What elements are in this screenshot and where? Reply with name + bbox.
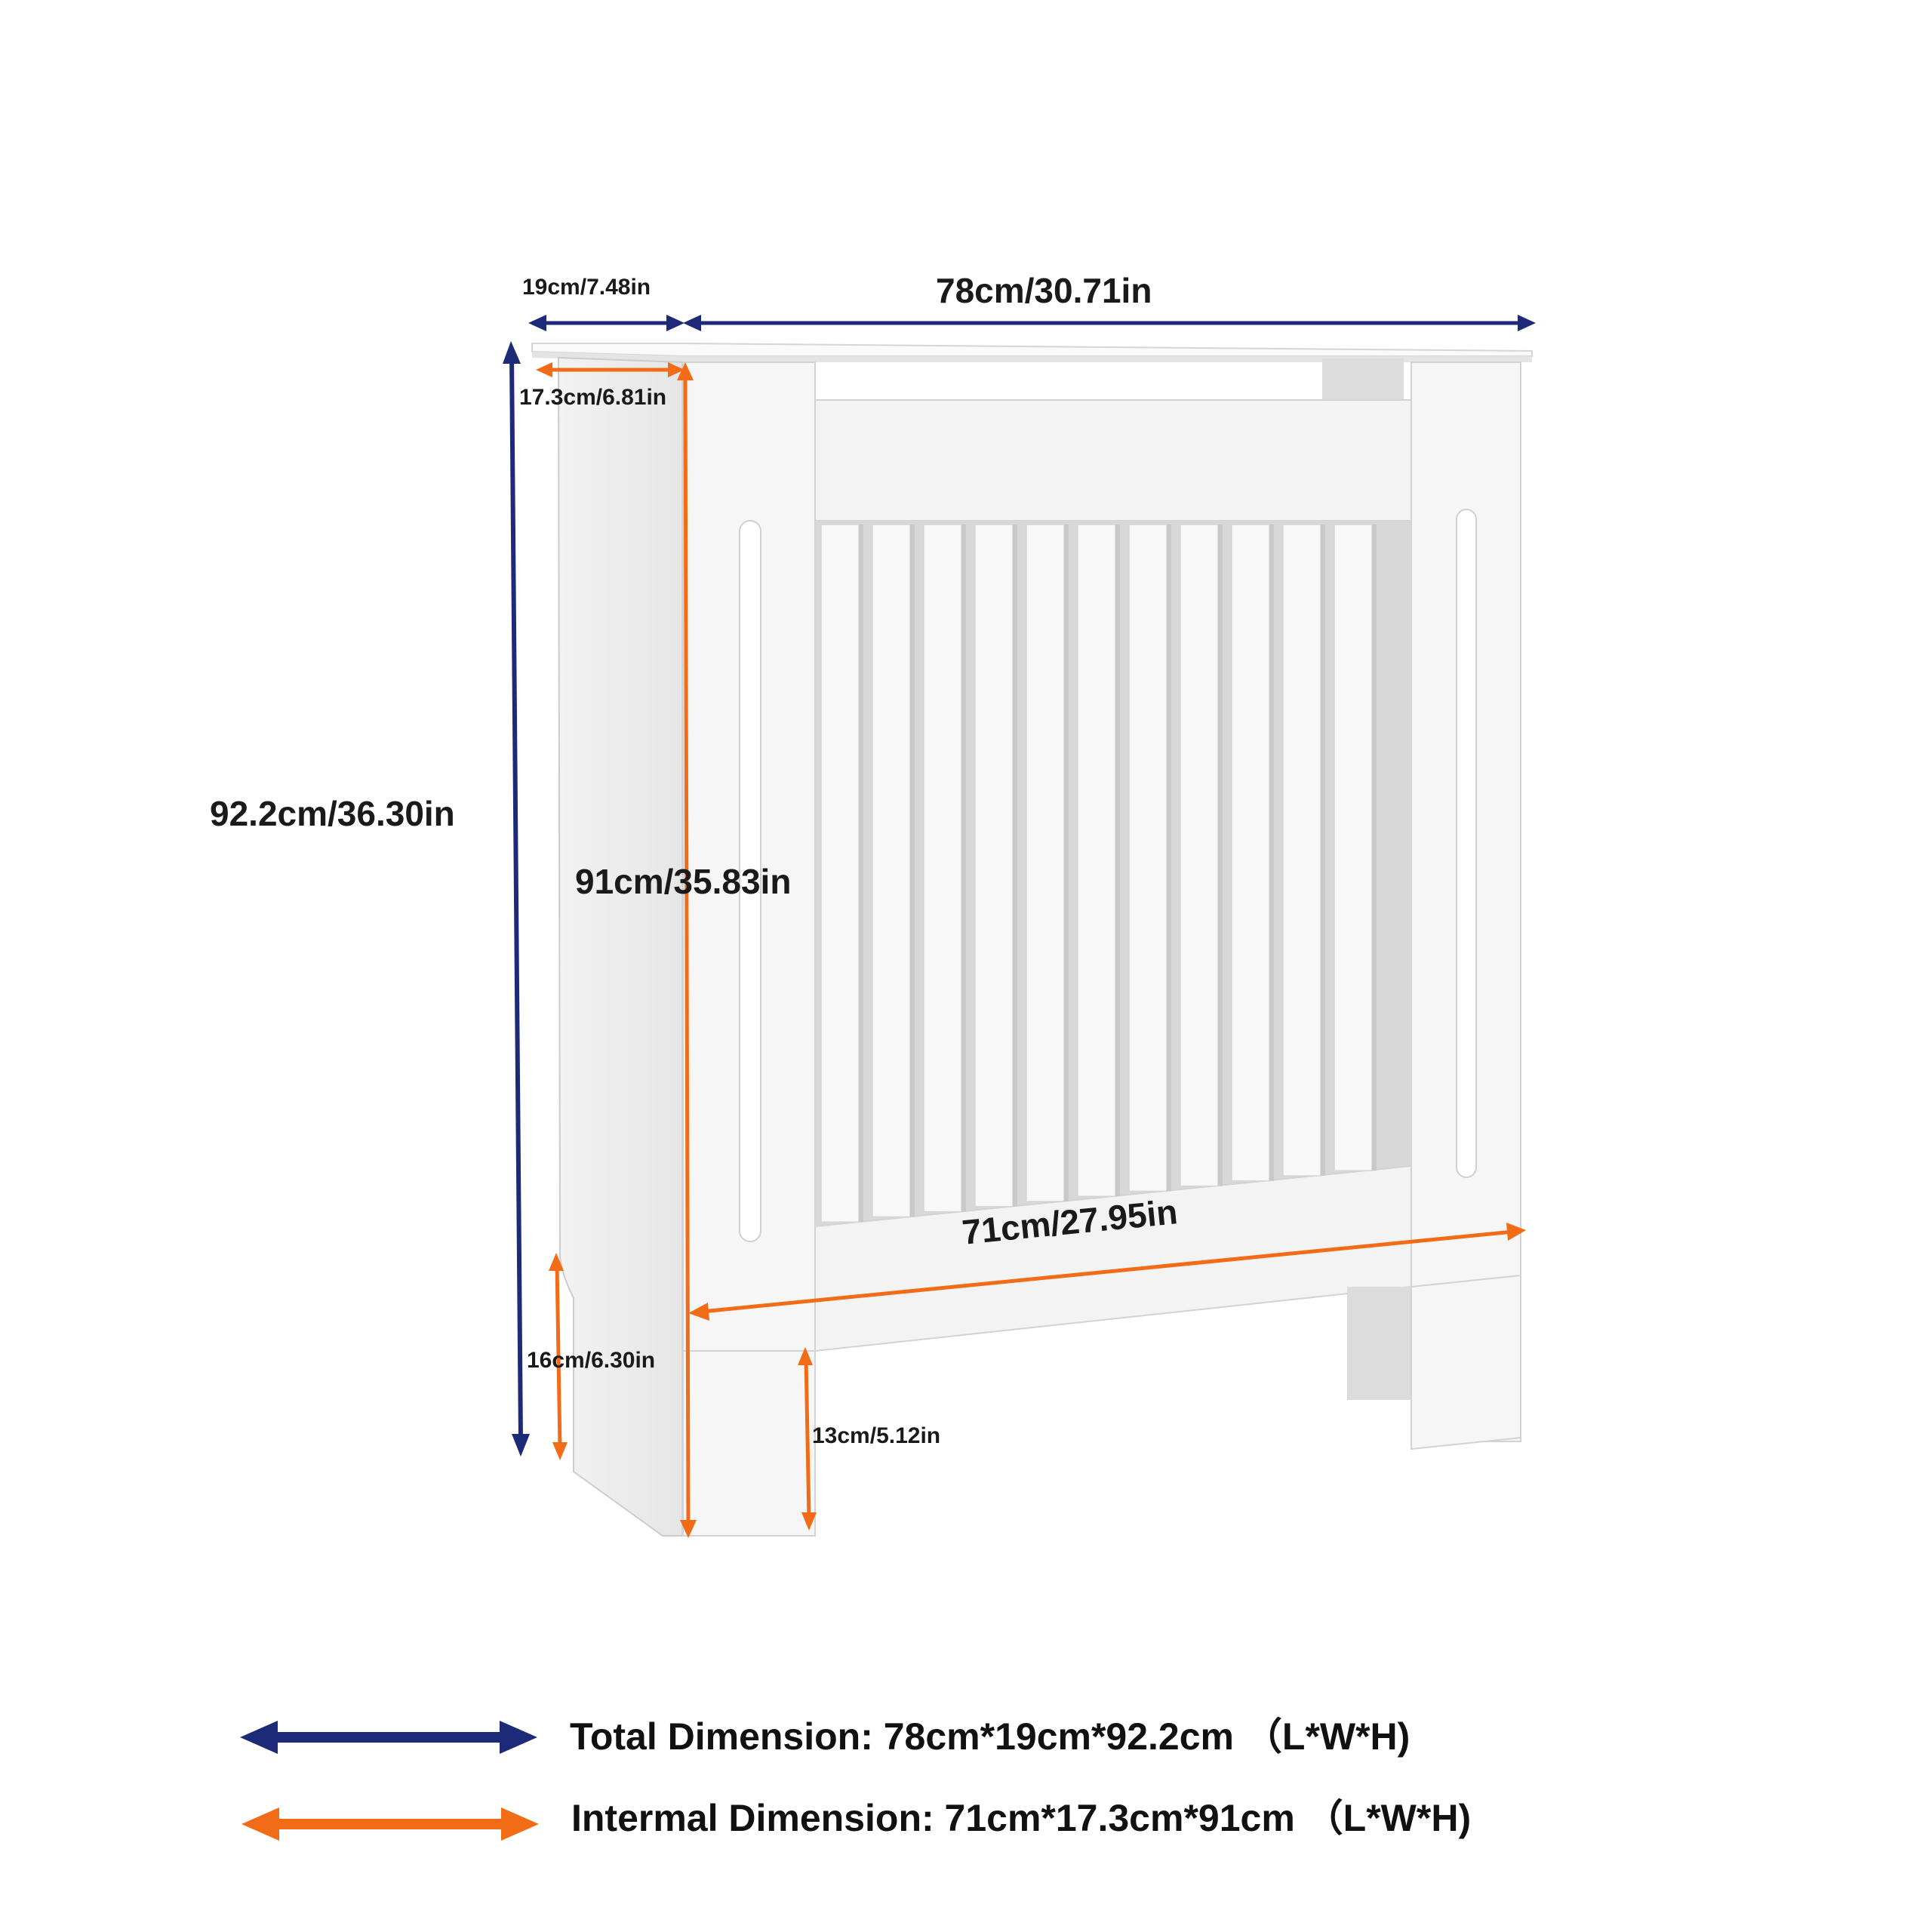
slat-shadow — [1218, 525, 1223, 1186]
label-top-width: 78cm/30.71in — [936, 271, 1152, 310]
slat-shadow — [910, 525, 915, 1217]
arrow-front-foot — [798, 1347, 817, 1531]
slat-shadow — [961, 525, 966, 1212]
slat-shadow — [1321, 525, 1325, 1176]
slat-shadow — [1013, 525, 1017, 1207]
slat — [1026, 524, 1065, 1202]
slat-shadow — [859, 525, 863, 1223]
slat-shadow — [1115, 525, 1120, 1197]
top-board — [531, 343, 1533, 362]
slat — [820, 524, 860, 1223]
slat — [1077, 524, 1116, 1197]
slat-shadow — [1064, 525, 1069, 1201]
double-arrow-icon — [240, 1721, 537, 1754]
double-arrow-icon — [242, 1807, 539, 1841]
legend-total-arrow — [240, 1721, 537, 1754]
slat — [1282, 524, 1321, 1177]
arrow-total-height — [503, 341, 530, 1457]
legend-internal-arrow — [242, 1807, 539, 1841]
arrow-side-foot — [549, 1253, 568, 1460]
label-inner-depth: 17.3cm/6.81in — [519, 385, 667, 410]
slat-group — [820, 524, 1377, 1223]
arrow-inner-depth — [536, 362, 685, 377]
arrow-inner-width — [688, 1223, 1526, 1321]
label-inner-height: 91cm/35.83in — [575, 862, 792, 901]
label-total-height: 92.2cm/36.30in — [210, 794, 455, 833]
arrow-inner-height — [677, 362, 697, 1538]
legend-total-text: Total Dimension: 78cm*19cm*92.2cm （L*W*H… — [570, 1715, 1411, 1758]
label-front-foot: 13cm/5.12in — [812, 1423, 941, 1448]
slat — [1334, 524, 1373, 1171]
slat-shadow — [1269, 525, 1274, 1181]
arrow-top-depth — [528, 315, 685, 331]
label-side-foot: 16cm/6.30in — [527, 1348, 656, 1373]
slat — [923, 524, 962, 1213]
slat — [974, 524, 1014, 1208]
slat — [872, 524, 911, 1218]
slat-shadow — [1167, 525, 1171, 1192]
slat-shadow — [1372, 525, 1377, 1171]
slat — [1231, 524, 1270, 1182]
back-support — [1322, 358, 1404, 400]
dimension-arrows — [503, 315, 1536, 1538]
legend-internal-text: Intermal Dimension: 71cm*17.3cm*91cm （L*… — [571, 1797, 1472, 1839]
arrow-top-width — [683, 315, 1536, 331]
label-top-depth: 19cm/7.48in — [522, 275, 651, 300]
slat — [1128, 524, 1168, 1192]
slat — [1180, 524, 1219, 1187]
